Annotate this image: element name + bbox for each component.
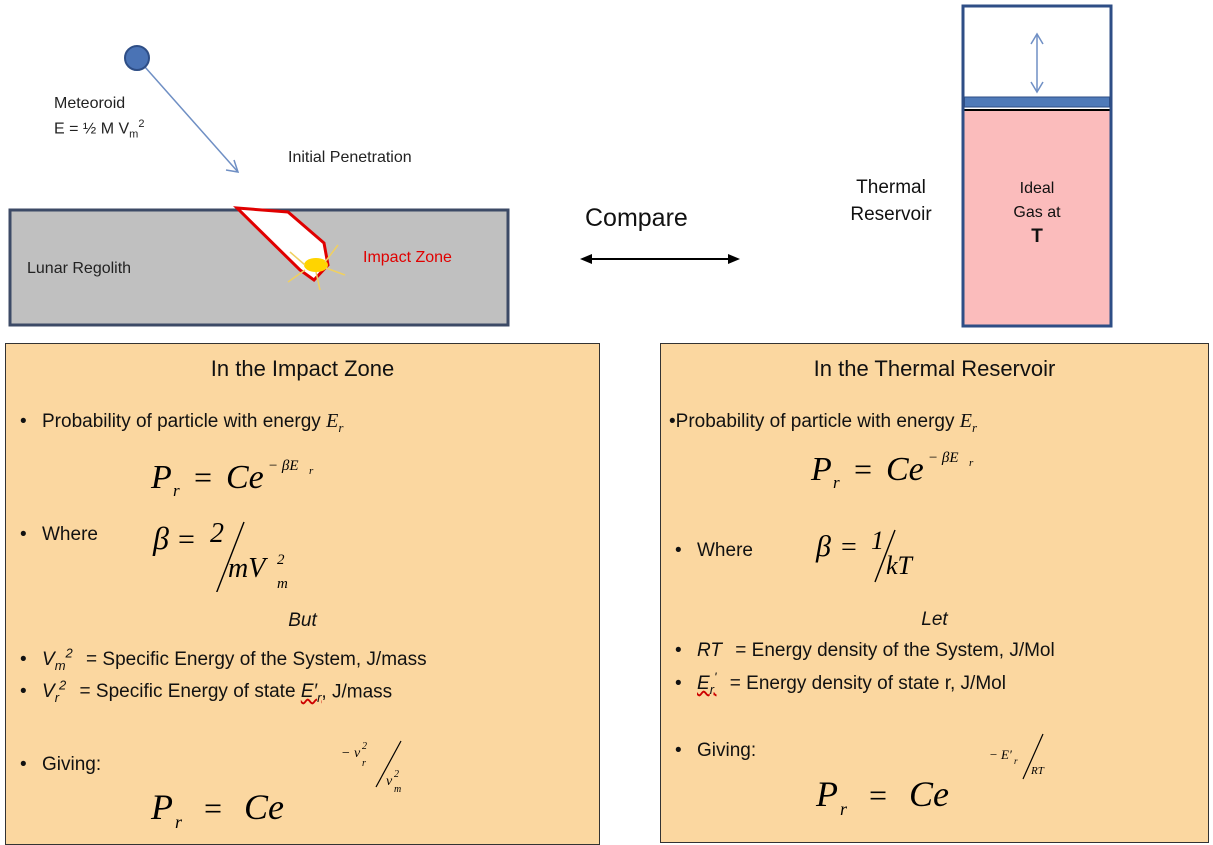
- meteoroid-label: Meteoroid: [54, 95, 126, 112]
- svg-text:P: P: [150, 787, 173, 827]
- svg-text:m: m: [277, 576, 288, 592]
- impact-zone-panel: In the Impact Zone •Probability of parti…: [5, 343, 600, 845]
- left-definition-vr: •Vr2 = Specific Energy of state E′r, J/m…: [20, 678, 393, 706]
- svg-text:2: 2: [394, 769, 399, 780]
- meteoroid-icon: [124, 45, 150, 71]
- svg-text:kT: kT: [886, 551, 914, 580]
- left-definition-vm: •Vm2 = Specific Energy of the System, J/…: [20, 646, 427, 674]
- svg-text:2: 2: [362, 741, 367, 752]
- svg-text:m: m: [394, 784, 401, 795]
- right-let-label: Let: [921, 609, 948, 630]
- meteoroid-energy: E = ½ M Vm2: [54, 118, 145, 141]
- svg-text:mV: mV: [228, 553, 268, 584]
- impact-zone-label: Impact Zone: [363, 249, 452, 266]
- svg-text:r: r: [1014, 756, 1018, 766]
- left-where-bullet: •Where: [20, 524, 98, 545]
- svg-text:=: =: [178, 523, 195, 556]
- right-probability-bullet: •Probability of particle with energy Er: [669, 410, 978, 435]
- right-beta-equation: β = 1 kT: [815, 526, 914, 583]
- thermal-reservoir-panel: In the Thermal Reservoir •Probability of…: [660, 343, 1209, 843]
- impact-flash: [304, 258, 328, 272]
- svg-text:r: r: [362, 758, 366, 769]
- left-but-label: But: [288, 610, 317, 631]
- svg-text:Ce: Ce: [886, 451, 924, 488]
- svg-text:− βE: − βE: [268, 458, 299, 474]
- left-probability-equation: P r = Ce − βE r: [150, 458, 314, 500]
- svg-text:β: β: [152, 520, 169, 556]
- initial-penetration-label: Initial Penetration: [288, 149, 412, 166]
- svg-text:P: P: [815, 774, 838, 814]
- right-definition-er: •Er' = Energy density of state r, J/Mol: [675, 670, 1006, 698]
- svg-text:2: 2: [210, 518, 224, 549]
- svg-text:RT: RT: [1030, 765, 1045, 777]
- svg-text:P: P: [810, 451, 832, 488]
- svg-text:Ce: Ce: [909, 774, 949, 814]
- svg-text:=: =: [869, 777, 887, 813]
- svg-text:r: r: [840, 799, 848, 819]
- svg-text:Ce: Ce: [244, 787, 284, 827]
- trajectory-arrowhead: [225, 159, 240, 173]
- svg-text:Ce: Ce: [226, 459, 264, 496]
- impact-zone-panel-title: In the Impact Zone: [210, 356, 395, 381]
- right-definition-rt: •RT = Energy density of the System, J/Mo…: [675, 640, 1055, 661]
- right-result-equation: P r = Ce − E′ r RT: [815, 733, 1045, 819]
- impact-diagram: [8, 4, 1113, 328]
- right-probability-equation: P r = Ce − βE r: [810, 450, 974, 492]
- thermal-reservoir-label: Thermal Reservoir: [850, 177, 932, 225]
- right-giving-bullet: •Giving:: [675, 740, 757, 761]
- piston: [964, 96, 1110, 108]
- thermal-reservoir-panel-title: In the Thermal Reservoir: [813, 356, 1056, 381]
- left-giving-bullet: •Giving:: [20, 754, 102, 775]
- svg-text:=: =: [204, 790, 222, 826]
- svg-text:1: 1: [871, 526, 884, 555]
- ideal-gas-region: [964, 110, 1110, 325]
- svg-text:r: r: [173, 481, 180, 500]
- impact-sparks: [287, 244, 346, 291]
- svg-text:− v: − v: [341, 746, 361, 761]
- svg-text:r: r: [309, 465, 314, 477]
- svg-text:β: β: [815, 530, 831, 563]
- svg-text:2: 2: [277, 552, 285, 568]
- svg-text:− βE: − βE: [928, 450, 959, 466]
- compare-label: Compare: [585, 204, 688, 232]
- svg-text:r: r: [833, 473, 840, 492]
- svg-text:− E′: − E′: [989, 747, 1012, 762]
- svg-text:v: v: [386, 774, 393, 789]
- svg-text:P: P: [150, 459, 172, 496]
- ideal-gas-label: Ideal Gas at T: [1013, 180, 1061, 247]
- lunar-regolith-label: Lunar Regolith: [27, 260, 132, 277]
- left-probability-bullet: •Probability of particle with energy Er: [20, 410, 344, 435]
- right-where-bullet: •Where: [675, 540, 753, 561]
- svg-text:=: =: [854, 451, 872, 487]
- left-result-equation: P r = Ce − v r 2 v m 2: [150, 740, 402, 832]
- trajectory-line: [136, 57, 239, 173]
- svg-text:r: r: [175, 812, 183, 832]
- left-beta-equation: β = 2 mV 2 m: [152, 518, 288, 592]
- svg-text:=: =: [194, 459, 212, 495]
- svg-text:r: r: [969, 457, 974, 469]
- svg-text:=: =: [841, 532, 857, 563]
